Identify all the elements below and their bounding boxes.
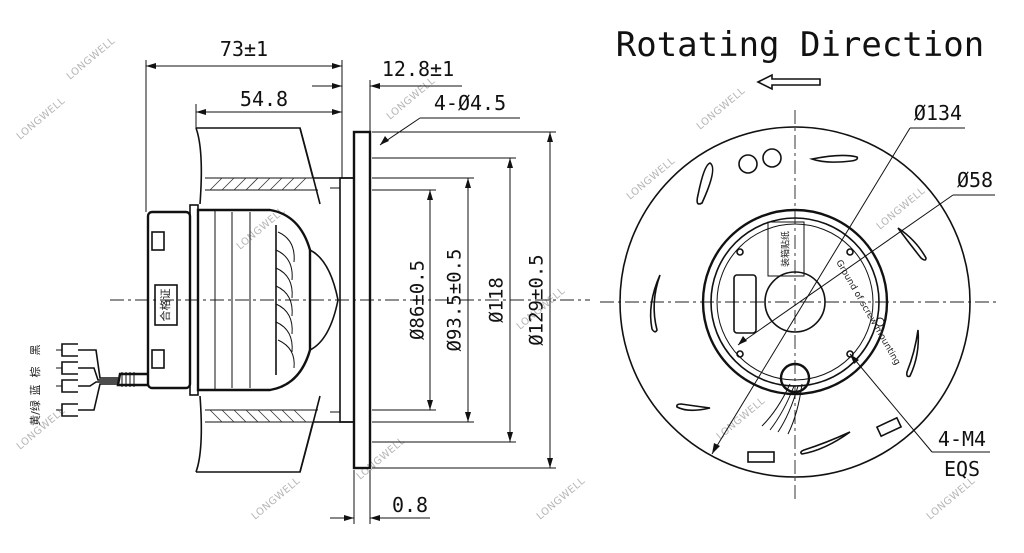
dim-bolt-circle: Ø118 [486,277,508,323]
dim-hub-diameter: Ø58 [957,168,993,192]
front-wire-2 [769,385,795,431]
watermark: LONGWELL [355,436,408,483]
dim-overall-length: 73±1 [220,37,268,61]
upper-shroud-outline [196,127,355,179]
cable-exit [779,362,811,394]
dim-inlet-diameter: Ø86±0.5 [407,260,429,340]
upper-hatch [209,177,307,191]
dim-flange-diameter: Ø129±0.5 [526,254,548,346]
watermark: LONGWELL [695,86,748,133]
wire-label-brown: 棕 [28,367,42,378]
dim-screw-holes: 4-M4 [938,427,986,451]
lower-hatch [209,409,307,423]
lower-shroud-outline [196,421,355,473]
dim-flange-thickness: 12.8±1 [382,57,454,81]
watermark: LONGWELL [15,96,68,143]
upper-blade-edge [195,127,203,205]
hub-screw-4 [846,350,854,358]
watermark: LONGWELL [385,76,438,123]
hub-window [733,274,757,334]
motor-tab-top [151,231,165,251]
dim-screw-leader [849,353,933,453]
mounting-flange [352,130,372,470]
motor-label: 合格证 [158,289,172,322]
hub-screw-1 [736,248,744,256]
motor-tab-bottom [151,349,165,369]
wire-label-blue: 蓝 [29,385,42,396]
blade-slots [649,154,927,455]
motor-label-box [154,284,178,326]
rotation-arrow-icon [756,73,821,91]
dim-impeller-leader [711,127,911,455]
watermark: LONGWELL [65,36,118,83]
hub-outer-ring [701,208,889,396]
dim-shroud-diameter: Ø93.5±0.5 [444,249,466,352]
wire-3 [78,381,118,387]
watermark: LONGWELL [250,476,303,523]
hub-ring-3 [716,223,874,381]
dim-shroud-diameter-group: Ø93.5±0.5 [372,177,474,423]
front-wire-4 [787,383,803,435]
rotating-direction-title: Rotating Direction [616,25,984,65]
dim-inlet-diameter-group: Ø86±0.5 [372,189,436,411]
wire-2 [78,367,118,381]
dim-hub-leader [737,194,954,346]
hub-ring-2 [710,217,880,387]
wire-4 [78,383,118,411]
dim-bolt-circle-group: Ø118 [372,157,516,443]
hub-label: 装箱贴纸 [780,231,792,267]
hub-label-box [767,221,805,277]
screw-slot-2 [747,451,775,463]
dim-mount-holes: 4-Ø4.5 [434,91,506,115]
screw-slot-1 [875,416,903,438]
dim-flange-diameter-group: Ø129±0.5 [372,131,556,469]
watermark: LONGWELL [535,476,588,523]
wire-terminals [56,343,78,417]
wire-label-yellow-green: 黄/绿 [28,400,42,426]
watermark: LONGWELL [715,396,768,443]
hub-screw-2 [846,248,854,256]
front-view: Rotating Direction 装箱贴纸 Ground of screw [600,25,1000,500]
cable-grommet [121,372,135,387]
wire-label-black: 黑 [29,345,42,356]
front-wire-3 [777,385,799,433]
side-view: 合格证 黑 棕 [28,37,590,524]
hub-profile [309,249,339,351]
dim-body-length: 54.8 [240,87,288,111]
watermark: LONGWELL [875,186,928,233]
wire-1 [78,349,118,379]
ground-symbol-icon [875,317,885,327]
rotor-ribs [275,225,295,375]
lower-blade-edge [195,395,203,473]
balance-hole-1 [738,154,758,174]
dim-flange-offset: 0.8 [392,493,428,517]
upper-blade-edge-2 [299,127,321,205]
dim-impeller-diameter: Ø134 [914,101,962,125]
hub-screw-3 [736,350,744,358]
lower-blade-edge-2 [299,395,321,473]
front-wire-1 [761,383,791,427]
balance-hole-2 [762,148,782,168]
dim-screw-holes-note: EQS [944,457,980,481]
impeller-outer-circle [619,126,971,478]
watermark: LONGWELL [925,476,978,523]
shaft-center [764,271,826,333]
